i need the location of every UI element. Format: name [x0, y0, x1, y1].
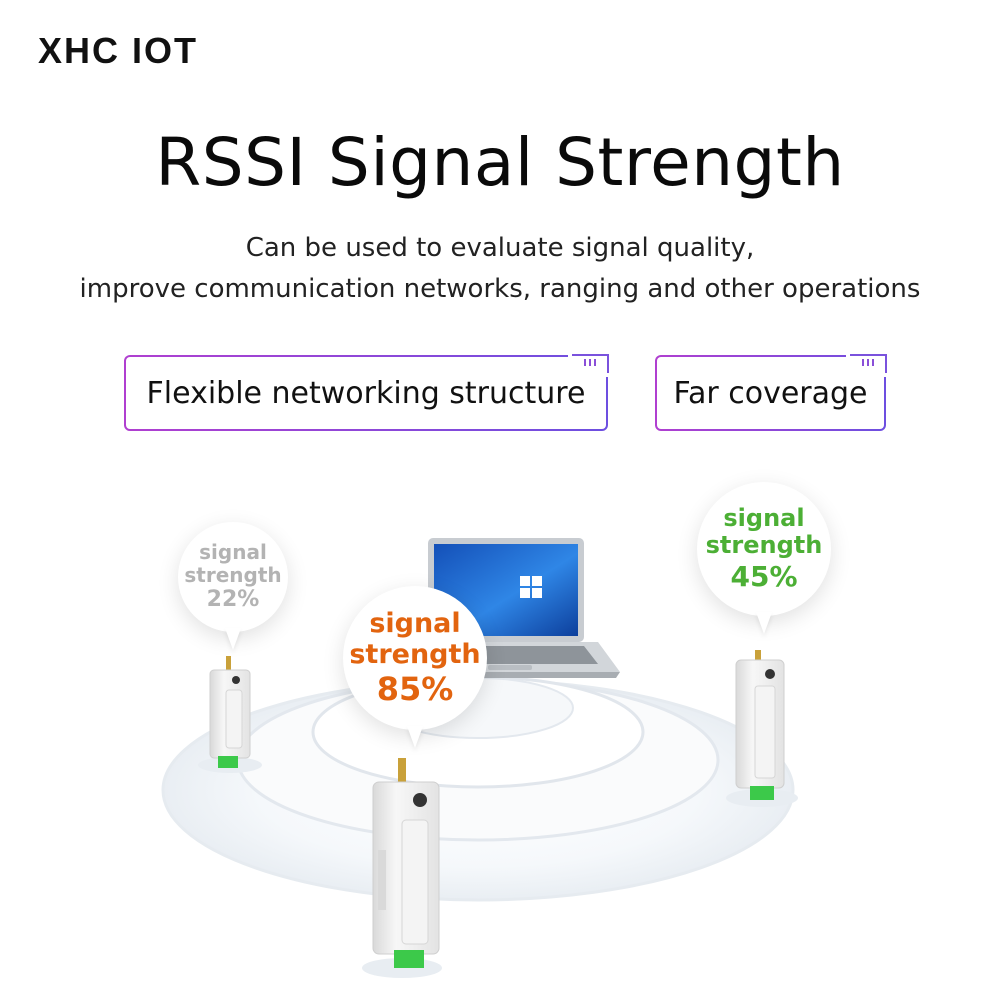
bubble-value: 45% [730, 559, 798, 593]
page-subtitle: Can be used to evaluate signal quality, … [0, 228, 1000, 310]
signal-bubble-22: signal strength 22% [178, 522, 288, 650]
bubble-line-1: signal [723, 503, 805, 532]
wireless-device-right [726, 650, 798, 807]
bubble-line-2: strength [349, 638, 481, 670]
signal-bars-icon [846, 353, 888, 377]
brand-logo: XHC IOT [38, 30, 199, 71]
signal-bubble-85: signal strength 85% [343, 586, 487, 748]
signal-bubble-45: signal strength 45% [697, 482, 831, 634]
feature-tag-label: Flexible networking structure [126, 357, 606, 429]
bubble-value: 85% [376, 669, 454, 708]
illustration-scene: signal strength 22% signal strength 85% … [0, 460, 1000, 1000]
wireless-device-front [362, 758, 442, 978]
subtitle-line-1: Can be used to evaluate signal quality, [245, 233, 755, 263]
wireless-device-left [198, 656, 262, 773]
bubble-line-1: signal [199, 539, 267, 564]
signal-bars-icon [568, 353, 610, 377]
bubble-line-1: signal [369, 607, 461, 639]
windows-logo-icon [520, 576, 542, 598]
page-title: RSSI Signal Strength [155, 124, 845, 201]
feature-tag-networking: Flexible networking structure [124, 353, 610, 431]
feature-tag-coverage: Far coverage [655, 353, 888, 431]
bubble-line-2: strength [705, 531, 823, 560]
bubble-line-2: strength [184, 562, 282, 587]
signal-wave-rings [161, 675, 795, 902]
bubble-value: 22% [206, 586, 260, 612]
subtitle-line-2: improve communication networks, ranging … [79, 274, 921, 304]
scene-artwork [161, 538, 798, 978]
